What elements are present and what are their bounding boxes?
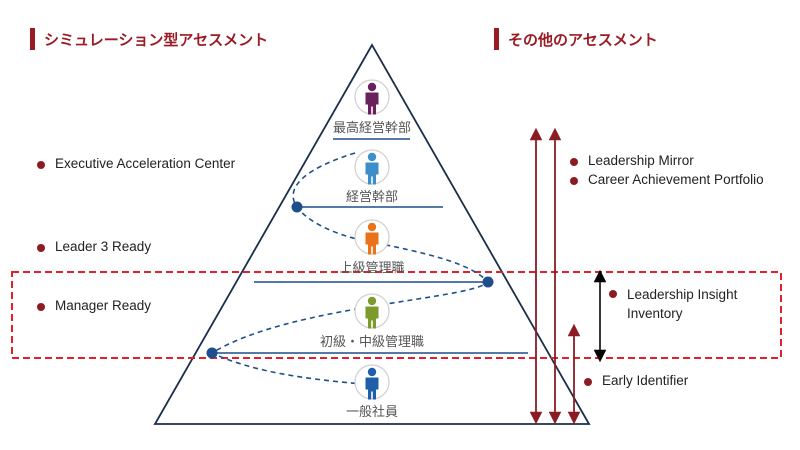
level-label-general: 一般社員 <box>346 404 398 420</box>
node-dot-exec <box>291 201 303 213</box>
level-label-top: 最高経営幹部 <box>333 120 411 136</box>
heading-accent-bar <box>494 28 499 50</box>
bullet-dot <box>584 378 592 386</box>
assessment-label: Career Achievement Portfolio <box>588 172 764 187</box>
person-icon <box>354 79 390 115</box>
bullet-dot <box>609 290 617 298</box>
person-icon <box>354 364 390 400</box>
assessment-item-eac: Executive Acceleration Center <box>37 156 235 171</box>
person-icon <box>354 149 390 185</box>
person-icon <box>354 219 390 255</box>
level-label-middle: 初級・中級管理職 <box>320 335 424 350</box>
bullet-dot <box>37 161 45 169</box>
assessment-label-line1: Leadership Insight <box>627 287 738 302</box>
assessment-item-manager: Manager Ready <box>37 298 151 313</box>
heading-other-text: その他のアセスメント <box>508 30 658 49</box>
node-dot-middle <box>206 347 218 359</box>
bullet-dot <box>570 177 578 185</box>
pyramid-outline <box>153 43 591 425</box>
bullet-dot <box>37 303 45 311</box>
heading-simulation-assessment: シミュレーション型アセスメント <box>30 28 268 50</box>
level-label-upper: 上級管理職 <box>339 261 404 276</box>
assessment-label: Manager Ready <box>55 298 152 313</box>
assessment-item-mirror: Leadership Mirror <box>570 153 694 168</box>
person-icon <box>354 293 390 329</box>
heading-simulation-text: シミュレーション型アセスメント <box>44 30 269 49</box>
assessment-label: Leader 3 Ready <box>55 239 152 254</box>
assessment-label: Early Identifier <box>602 373 689 388</box>
assessment-label: Executive Acceleration Center <box>55 156 236 171</box>
node-dot-upper <box>482 276 494 288</box>
assessment-label-line2: Inventory <box>627 306 683 321</box>
heading-accent-bar <box>30 28 35 50</box>
assessment-item-portfolio: Career Achievement Portfolio <box>570 172 764 187</box>
assessment-label: Leadership Insight Inventory <box>627 285 737 323</box>
bullet-dot <box>570 158 578 166</box>
assessment-item-insight: Leadership Insight Inventory <box>609 285 737 323</box>
assessment-item-early: Early Identifier <box>584 373 688 388</box>
heading-other-assessment: その他のアセスメント <box>494 28 658 50</box>
level-label-exec: 経営幹部 <box>346 189 398 205</box>
assessment-label: Leadership Mirror <box>588 153 694 168</box>
bullet-dot <box>37 244 45 252</box>
assessment-item-leader3: Leader 3 Ready <box>37 239 151 254</box>
highlight-box <box>11 271 782 359</box>
